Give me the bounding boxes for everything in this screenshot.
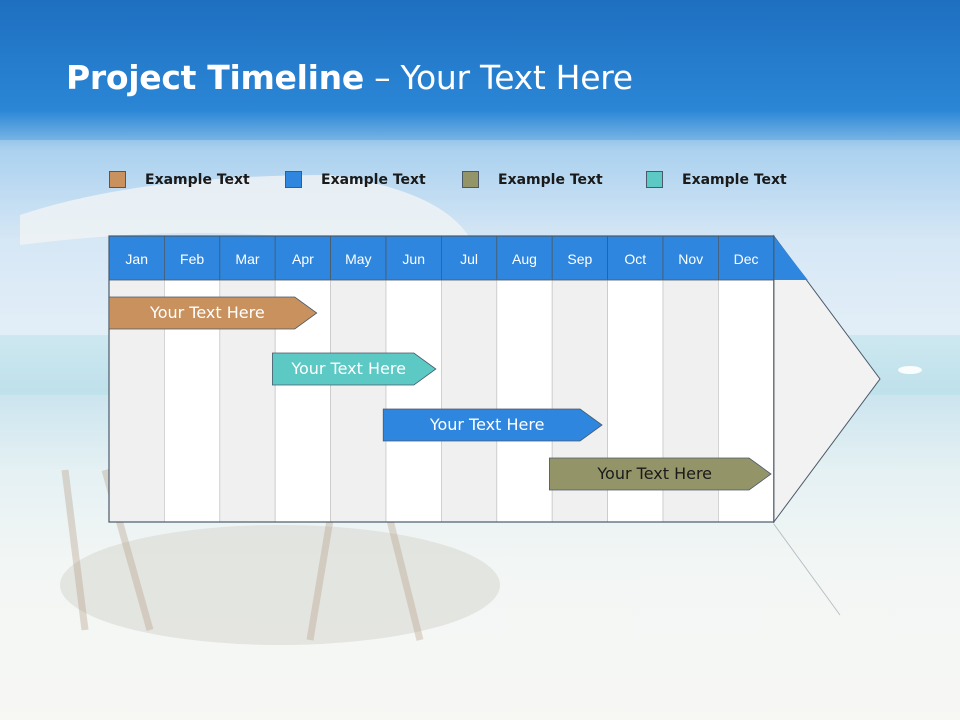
month-column — [385, 279, 442, 523]
month-header-cell — [440, 235, 498, 281]
legend-label: Example Text — [145, 172, 250, 188]
month-label: Jul — [460, 251, 479, 267]
month-label: Oct — [624, 251, 647, 267]
legend-swatch — [462, 171, 479, 188]
task-bar — [108, 296, 318, 330]
legend-swatch — [285, 171, 302, 188]
month-label: Dec — [733, 251, 759, 267]
month-label: May — [345, 251, 372, 267]
task-bar-label: Your Text Here — [597, 464, 713, 483]
month-label: Mar — [235, 251, 260, 267]
month-label: Feb — [180, 251, 205, 267]
task-bar — [549, 457, 772, 491]
month-header-cell — [718, 235, 775, 281]
month-label: Nov — [678, 251, 704, 267]
legend-label: Example Text — [682, 172, 787, 188]
arrow-reflection — [773, 523, 841, 616]
legend-label: Example Text — [321, 172, 426, 188]
month-header-cell — [219, 235, 276, 281]
month-label: Apr — [291, 251, 314, 267]
task-bar-label: Your Text Here — [429, 415, 545, 434]
month-column — [330, 279, 387, 523]
beach-chairs — [61, 469, 424, 641]
task-bar — [382, 408, 603, 442]
legend-swatch — [646, 171, 663, 188]
month-header-cell — [551, 235, 609, 281]
timeline-frame — [108, 235, 775, 523]
month-column — [496, 279, 553, 523]
month-header-cell — [163, 235, 221, 281]
task-bar — [272, 352, 437, 386]
month-header-cell — [607, 235, 664, 281]
legend-label: Example Text — [498, 172, 603, 188]
month-label: Jan — [125, 251, 148, 267]
sand-shadow — [60, 525, 500, 645]
legend-swatch — [109, 171, 126, 188]
task-bar-label: Your Text Here — [150, 303, 265, 322]
header-arrow-cap — [773, 236, 808, 280]
month-header-cell — [274, 235, 332, 281]
month-label: Sep — [567, 251, 593, 267]
month-label: Jun — [402, 251, 425, 267]
month-label: Aug — [512, 251, 537, 267]
title-rest: – Your Text Here — [363, 58, 633, 97]
slide-title: Project Timeline – Your Text Here — [66, 58, 633, 97]
boat — [898, 366, 922, 374]
umbrella-canopy — [20, 175, 470, 245]
task-bar-label: Your Text Here — [291, 359, 406, 378]
month-header-cell — [496, 235, 553, 281]
title-bold: Project Timeline — [66, 58, 364, 97]
month-header-cell — [330, 235, 387, 281]
month-column — [440, 279, 498, 523]
